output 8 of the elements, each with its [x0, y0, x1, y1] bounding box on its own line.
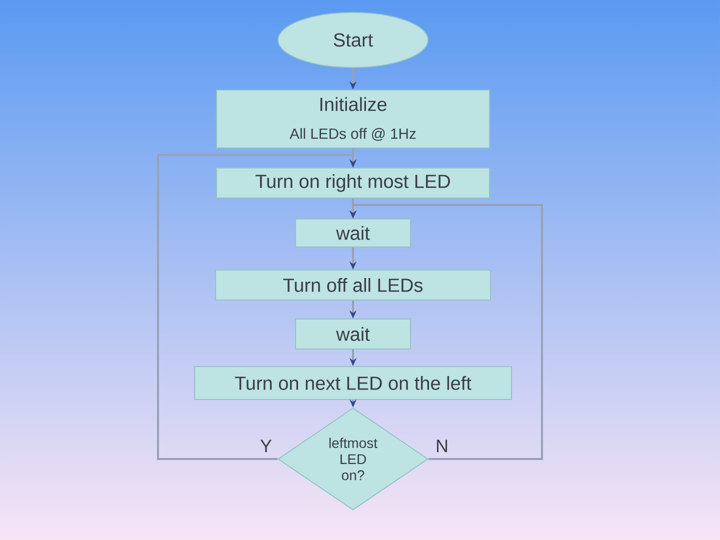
process-box: Turn on next LED on the left: [194, 366, 512, 400]
process-box: wait: [295, 318, 411, 350]
arrow: [157, 154, 357, 460]
edge-label: Y: [260, 440, 272, 452]
process-box: Turn off all LEDs: [215, 269, 491, 300]
process-box: wait: [295, 218, 411, 248]
process-box: Turn on right most LED: [216, 167, 490, 198]
process-box: Initialize All LEDs off @ 1Hz: [216, 90, 490, 148]
